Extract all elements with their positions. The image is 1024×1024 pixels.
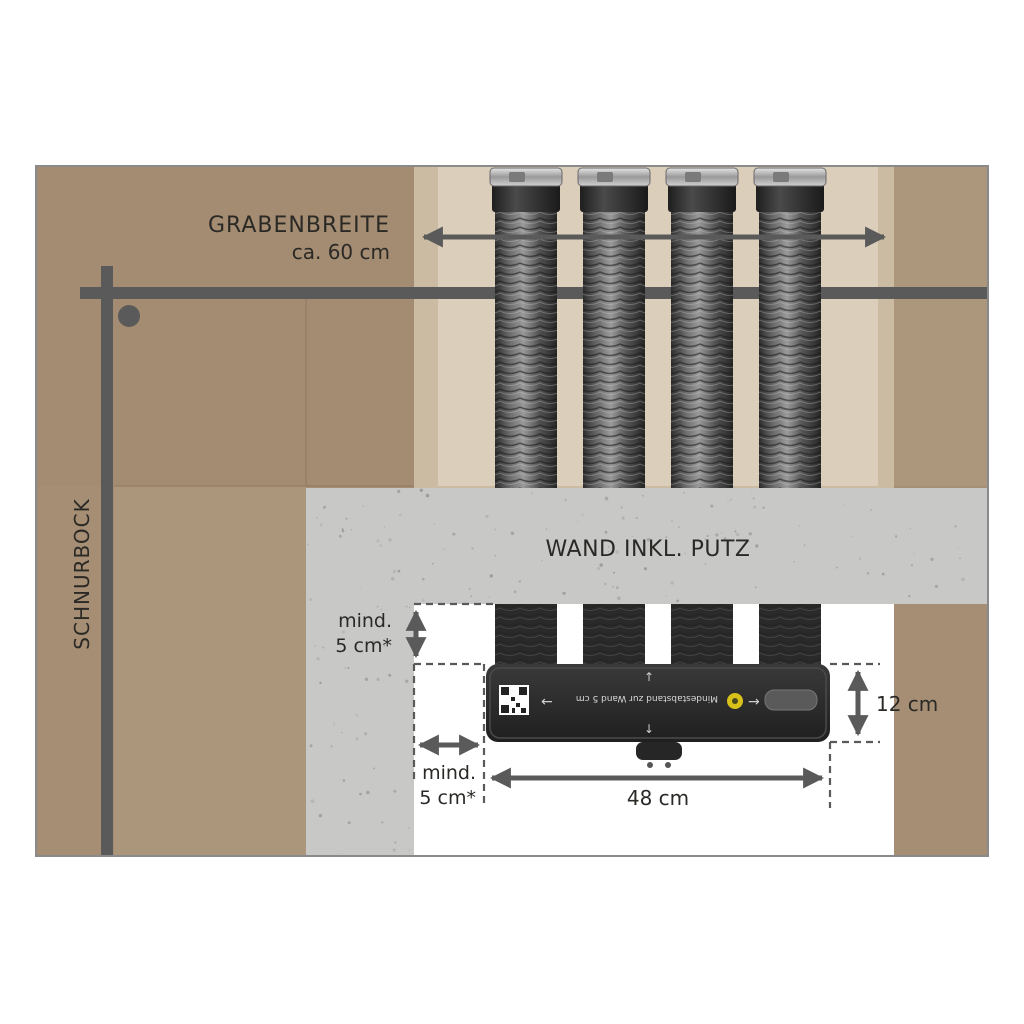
pipe-lower-1: [495, 604, 557, 668]
box-width-label: 48 cm: [627, 786, 689, 810]
min-distance-bottom-line1: mind.: [422, 762, 476, 784]
arrow-left-icon: ←: [541, 694, 553, 710]
wall-label: WAND INKL. PUTZ: [546, 537, 751, 562]
min-distance-bottom-line2: 5 cm*: [419, 787, 476, 809]
pipes-upper: [489, 167, 827, 488]
min-distance-top-line1: mind.: [338, 610, 392, 632]
pipe-1: [489, 167, 563, 488]
distributor-box: ← ↑ ↓ Mindestabstand zur Wand 5 cm →: [486, 664, 830, 768]
pipe-lower-2: [583, 604, 645, 668]
diagram-frame: [35, 165, 989, 857]
arrow-right-icon: →: [748, 694, 760, 710]
trench-width-value: ca. 60 cm: [292, 240, 390, 264]
trench-width-title: GRABENBREITE: [208, 213, 390, 238]
pipe-2: [577, 167, 651, 488]
pipes-lower: [495, 604, 821, 668]
soil-left-upper: [36, 166, 414, 486]
pipe-lower-4: [759, 604, 821, 668]
box-height-label: 12 cm: [876, 692, 938, 716]
pipe-lower-3: [671, 604, 733, 668]
batter-board-post-icon: [118, 305, 140, 327]
min-distance-top-line2: 5 cm*: [335, 635, 392, 657]
box-inscription: Mindestabstand zur Wand 5 cm: [576, 693, 718, 703]
batter-board-label: SCHNURBOCK: [70, 498, 94, 649]
pipe-3: [665, 167, 739, 488]
dimension-lines: [412, 602, 880, 808]
qr-code-icon: [499, 685, 529, 715]
soil-left-lower: [114, 486, 306, 856]
arrow-down-icon: ↓: [644, 722, 654, 736]
handle-icon: [764, 689, 818, 711]
pipe-4: [753, 167, 827, 488]
outlet-icon: [636, 742, 682, 760]
soil-right-upper: [894, 166, 988, 486]
arrow-up-icon: ↑: [644, 670, 654, 684]
concrete-texture: [306, 488, 965, 855]
